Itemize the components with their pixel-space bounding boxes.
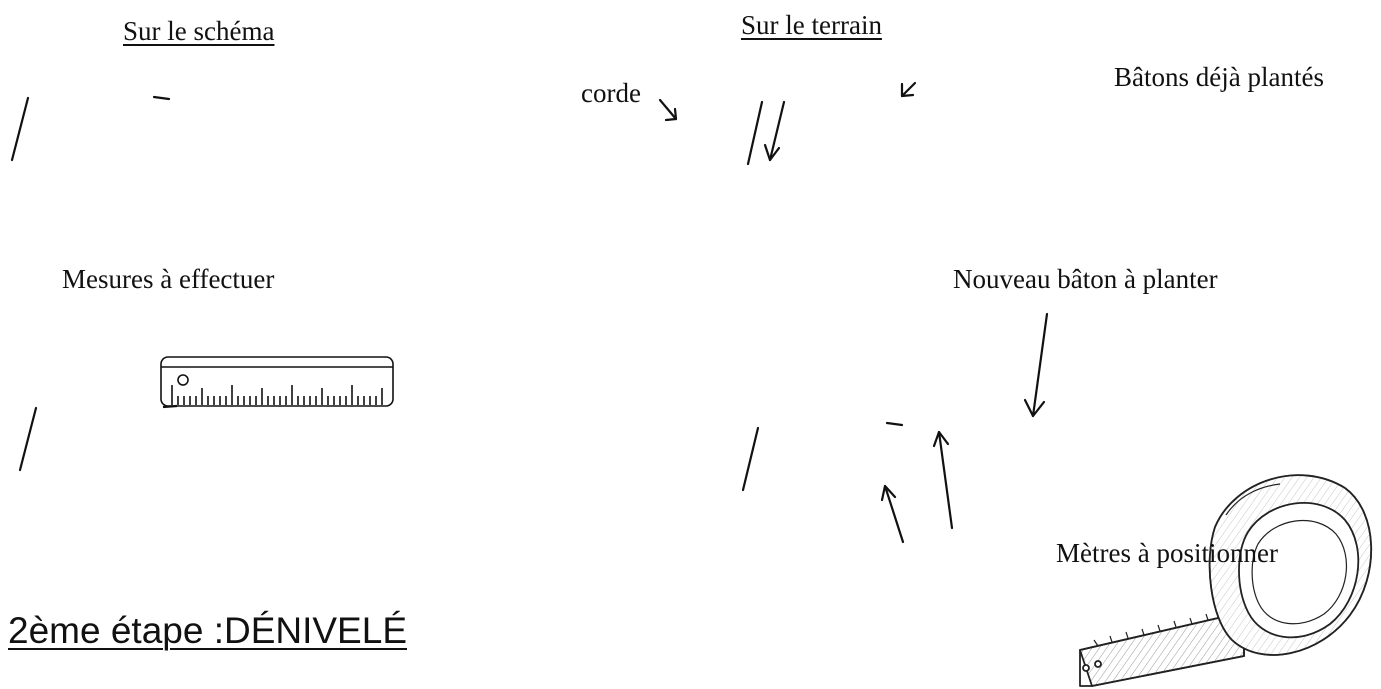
arrow-corde [658, 98, 678, 122]
ruler-icon [160, 356, 394, 409]
stick-schema-2 [18, 406, 38, 472]
stick-terrain-2 [741, 426, 760, 492]
stick-terrain-1 [746, 100, 764, 166]
arrow-stick-down [763, 100, 786, 162]
heading-schema: Sur le schéma [123, 16, 275, 46]
heading-terrain: Sur le terrain [741, 10, 882, 40]
label-mesures: Mesures à effectuer [62, 264, 275, 294]
label-nouveau-baton: Nouveau bâton à planter [953, 264, 1218, 294]
label-metres: Mètres à positionner [1056, 538, 1278, 568]
arrow-metre-2 [880, 484, 905, 544]
dash-schema [152, 95, 171, 101]
label-batons-plantes: Bâtons déjà plantés [1114, 62, 1324, 92]
arrow-metre-1 [932, 430, 954, 530]
arrow-nouveau-baton [1023, 312, 1049, 418]
arrow-batons-plantes [900, 81, 917, 98]
stick-schema-1 [10, 96, 30, 162]
tape-measure-icon [1079, 474, 1373, 687]
label-corde: corde [581, 78, 641, 108]
step-title: 2ème étape :DÉNIVELÉ [8, 610, 407, 651]
dash-terrain [885, 421, 904, 427]
